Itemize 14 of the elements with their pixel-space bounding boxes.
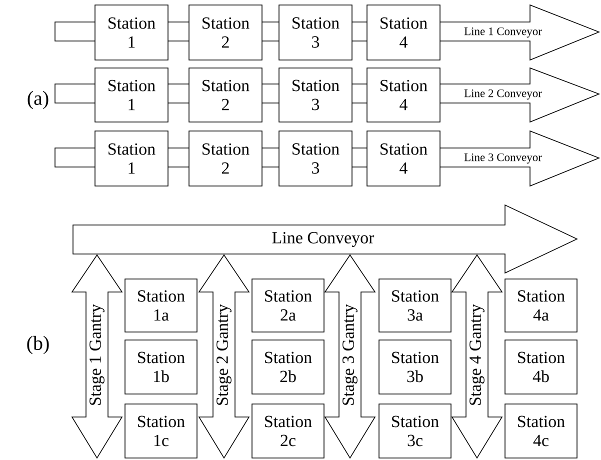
station-box: Station 4c	[504, 404, 578, 458]
station-box: Station 1c	[124, 404, 198, 458]
station-box: Station 1b	[124, 340, 198, 394]
station-box: Station 3b	[378, 340, 452, 394]
station-box: Station 2c	[252, 404, 324, 458]
station-box: Station 1a	[124, 278, 198, 332]
panel-label: (b)	[27, 336, 49, 354]
station-box: Station 4b	[504, 340, 578, 394]
station-box: Station 3c	[378, 404, 452, 458]
station-box: Station 4a	[504, 278, 578, 332]
station-box: Station 2b	[252, 340, 324, 394]
station-box: Station 3a	[378, 278, 452, 332]
panel-label: (a)	[28, 90, 48, 110]
station-box: Station 2a	[252, 278, 324, 332]
